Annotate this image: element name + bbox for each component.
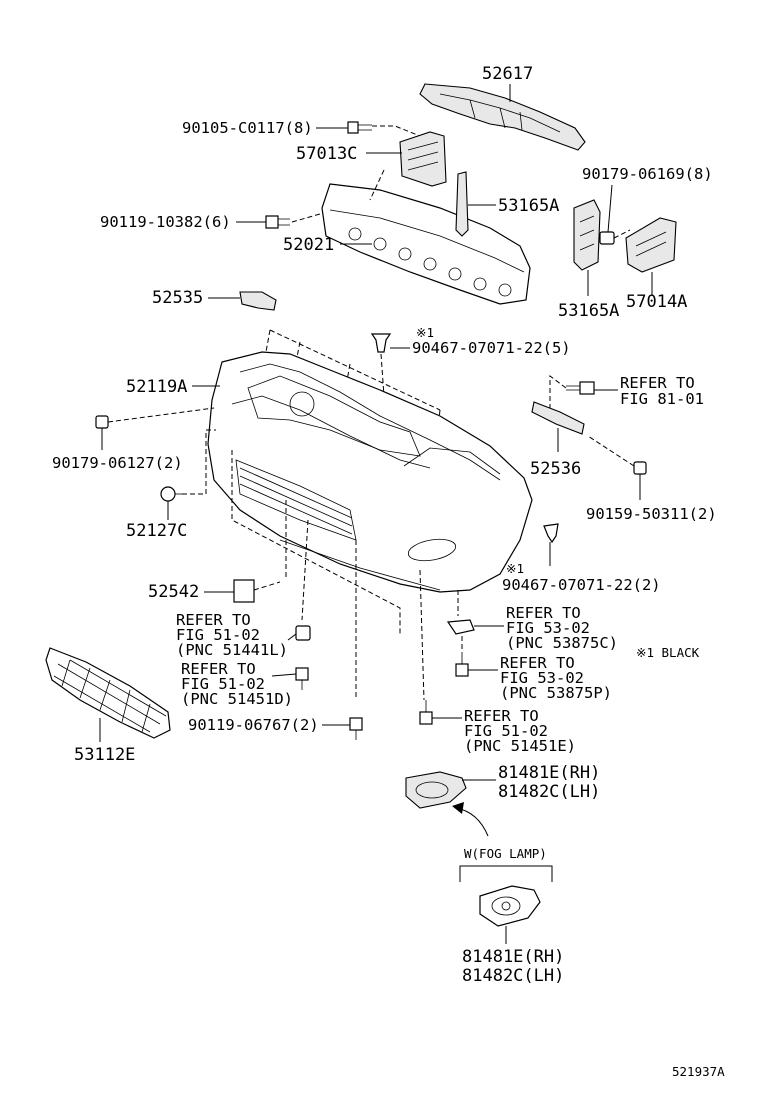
ref-51451E-line2: FIG 51-02 — [464, 722, 548, 740]
clip-90467-2-icon[interactable] — [543, 523, 559, 544]
ref-51441L-line3: (PNC 51441L) — [176, 641, 288, 659]
part-52021-reinforcement[interactable] — [321, 183, 531, 305]
label-52021: 52021 — [283, 235, 334, 255]
ref-53875P-line3: (PNC 53875P) — [500, 684, 612, 702]
part-53165A-top[interactable] — [455, 171, 469, 237]
label-81481E-b: 81481E(RH) — [462, 947, 564, 967]
label-90105: 90105-C0117(8) — [182, 119, 313, 137]
label-53165A-bottom: 53165A — [558, 301, 619, 321]
bolt-53875P-icon[interactable] — [455, 652, 469, 677]
part-57013C-bracket[interactable] — [399, 131, 447, 187]
ref-51451E-line1: REFER TO — [464, 707, 539, 725]
ref-51441L-line2: FIG 51-02 — [176, 626, 260, 644]
dash-52127C — [182, 429, 216, 495]
dash-90179 — [613, 229, 631, 239]
ref-51451E-line3: (PNC 51451E) — [464, 737, 576, 755]
ref-51441L-line1: REFER TO — [176, 611, 251, 629]
part-fog-cover[interactable] — [405, 771, 467, 809]
dash-lower-guides — [231, 450, 459, 701]
nut-90179-06127-icon[interactable] — [95, 415, 109, 429]
bolt-51441L-icon[interactable] — [295, 625, 311, 641]
ref-81-01-line2: FIG 81-01 — [620, 390, 704, 408]
label-90159: 90159-50311(2) — [586, 505, 717, 523]
clip-53875C-icon[interactable] — [446, 619, 475, 635]
part-52617-bracket[interactable] — [419, 83, 586, 151]
label-81482C-a: 81482C(LH) — [498, 782, 600, 802]
label-90119-10382: 90119-10382(6) — [100, 213, 231, 231]
clip-52127C-icon[interactable] — [160, 486, 182, 502]
nut-90179-06169-icon[interactable] — [599, 231, 615, 245]
dash-90467-5 — [380, 353, 385, 397]
part-fog-lamp-cover[interactable] — [479, 885, 541, 927]
dash-81-01 — [549, 375, 567, 410]
note-black: ※1 BLACK — [636, 645, 700, 660]
label-53165A-top: 53165A — [498, 196, 559, 216]
label-52127C: 52127C — [126, 521, 187, 541]
part-52536-retainer[interactable] — [531, 401, 585, 435]
ref-53875P-line1: REFER TO — [500, 654, 575, 672]
ref-51451D-line1: REFER TO — [181, 660, 256, 678]
label-57013C: 57013C — [296, 144, 357, 164]
dash-90179-06127 — [107, 407, 215, 423]
figure-id: 521937A — [672, 1064, 725, 1079]
label-52119A: 52119A — [126, 377, 187, 397]
dash-90119-10382 — [291, 213, 321, 223]
part-52119A-bumper-cover[interactable] — [207, 351, 533, 593]
dash-box-top — [265, 329, 441, 429]
part-53165A-bottom[interactable] — [573, 199, 601, 271]
label-90467-2: 90467-07071-22(2) — [502, 576, 661, 594]
screw-90105-icon[interactable] — [347, 121, 372, 134]
label-90179-06127: 90179-06127(2) — [52, 454, 183, 472]
part-52535-retainer[interactable] — [239, 291, 277, 311]
label-90179-06169: 90179-06169(8) — [582, 165, 713, 183]
fog-lamp-bracket — [459, 865, 553, 882]
ref-81-01-line1: REFER TO — [620, 374, 695, 392]
label-90467-5: 90467-07071-22(5) — [412, 339, 571, 357]
label-53112E: 53112E — [74, 745, 135, 765]
ref-53875C-line1: REFER TO — [506, 604, 581, 622]
dash-52542 — [253, 581, 281, 591]
label-90119-06767: 90119-06767(2) — [188, 716, 319, 734]
bolt-90119-06767-icon[interactable] — [349, 717, 363, 740]
leader-90179-06169 — [607, 184, 613, 233]
screw-90159-icon[interactable] — [633, 461, 647, 475]
part-53112E-grille[interactable] — [45, 647, 171, 739]
label-81481E-a: 81481E(RH) — [498, 763, 600, 783]
dash-57013C — [369, 169, 385, 201]
clip-90467-5-icon[interactable] — [370, 333, 392, 353]
ref-53875C-line2: FIG 53-02 — [506, 619, 590, 637]
bolt-90119-10382-icon[interactable] — [265, 215, 290, 229]
leader-51441L — [287, 633, 297, 641]
label-52535: 52535 — [152, 288, 203, 308]
bolt-51451E-icon[interactable] — [419, 700, 433, 725]
note-mark-top: ※1 — [416, 325, 434, 340]
label-57014A: 57014A — [626, 292, 687, 312]
ref-51451D-line2: FIG 51-02 — [181, 675, 265, 693]
label-52536: 52536 — [530, 459, 581, 479]
label-fog-lamp: W(FOG LAMP) — [464, 846, 547, 861]
part-52542-cover[interactable] — [233, 579, 255, 603]
ref-53875C-line3: (PNC 53875C) — [506, 634, 618, 652]
label-81482C-b: 81482C(LH) — [462, 966, 564, 986]
part-57014A-bracket[interactable] — [625, 217, 677, 273]
ref-53875P-line2: FIG 53-02 — [500, 669, 584, 687]
bolt-51451D-icon[interactable] — [295, 667, 309, 690]
leader-51451D — [271, 673, 297, 677]
note-mark-mid: ※1 — [506, 561, 524, 576]
dash-90159 — [587, 435, 635, 467]
arrow-head-icon — [452, 802, 464, 814]
bolt-81-01-icon[interactable] — [566, 381, 595, 395]
label-52617: 52617 — [482, 64, 533, 84]
label-52542: 52542 — [148, 582, 199, 602]
ref-51451D-line3: (PNC 51451D) — [181, 690, 293, 708]
